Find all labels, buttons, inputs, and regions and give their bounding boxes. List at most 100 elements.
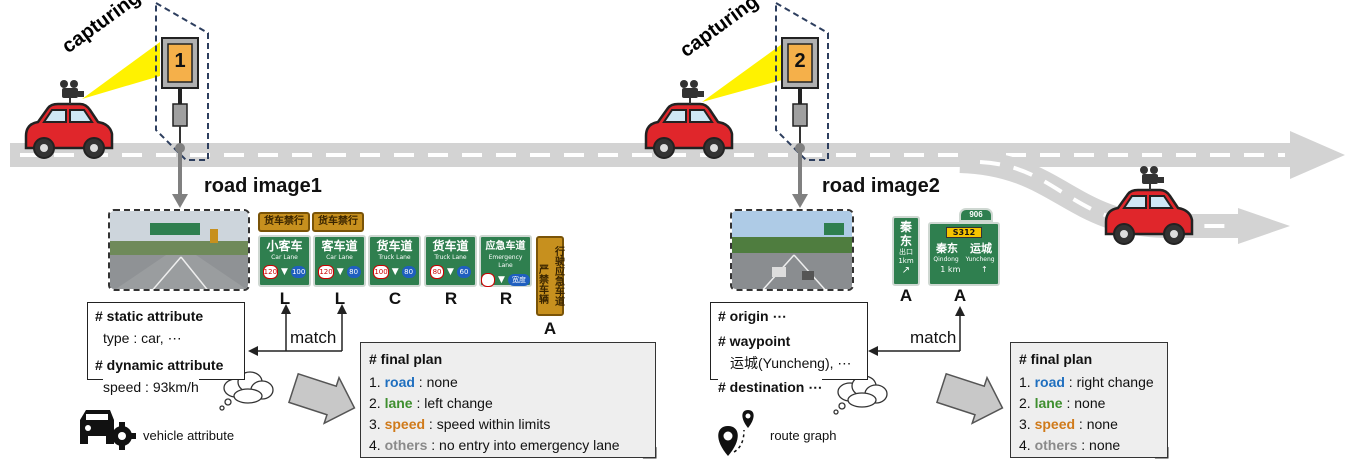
route-graph-caption: route graph <box>770 428 837 443</box>
exit-arrow-icon: ↗ <box>901 265 911 276</box>
flow-arrow-2 <box>935 372 1004 425</box>
lane-sign-label: L <box>279 289 291 308</box>
exit-sign-qindong: 秦 东 出口 1km ↗ <box>892 216 920 286</box>
roadside-sign-2 <box>781 37 819 153</box>
plan-item-value: : no entry into emergency lane <box>427 437 620 453</box>
camera-beam-1 <box>82 42 160 99</box>
sign-text: Qindong <box>933 256 959 263</box>
plan-item-key: speed <box>1034 416 1076 432</box>
plan-item-key: road <box>384 374 415 390</box>
plan-item: 2. lane : left change <box>369 395 493 411</box>
road-image-title: road image1 <box>204 175 322 197</box>
lane-sign-title: 小客车 <box>266 239 303 253</box>
sign-number: 1 <box>174 50 186 72</box>
plan-item-number: 2. <box>1019 395 1031 411</box>
final-plan-heading: # final plan <box>1019 351 1093 367</box>
plan-item-number: 2. <box>369 395 381 411</box>
emergency-lane-vertical-sign: 严禁车辆 行驶应急车道 <box>536 236 564 316</box>
capture-region-2 <box>775 1 829 161</box>
plan-item: 4. others : none <box>1019 437 1120 453</box>
capture-region-1 <box>155 1 209 161</box>
arrow-to-image-1 <box>172 150 188 208</box>
lane-sign-subtitle: Car Lane <box>271 254 298 261</box>
thought-cloud-icon <box>219 371 274 411</box>
max-speed-badge: 100 <box>290 266 307 278</box>
route-sign-label: A <box>899 286 913 305</box>
lane-sign-title: 货车道 <box>432 239 469 253</box>
sign-text: 1km <box>898 257 914 265</box>
min-speed-badge: 120 <box>262 265 279 279</box>
car-icon <box>24 80 114 159</box>
lane-sign-label: L <box>334 289 346 308</box>
static-attribute-heading: # static attribute <box>95 308 204 324</box>
max-speed-badge: 60 <box>456 266 471 278</box>
car-icon <box>644 80 734 159</box>
origin-heading: # origin ⋯ <box>718 308 787 324</box>
dynamic-attribute-heading: # dynamic attribute <box>95 357 224 373</box>
sign-text: 严禁车辆 <box>536 264 548 304</box>
flow-arrow-1 <box>287 372 356 425</box>
plan-item-key: others <box>1034 437 1078 453</box>
sign-text: S312 <box>946 227 982 238</box>
plan-item-value: : speed within limits <box>425 416 551 432</box>
lane-sign-label: R <box>444 289 458 308</box>
route-pin-icon <box>718 410 754 456</box>
down-arrow-icon: ▼ <box>336 267 344 277</box>
down-arrow-icon: ▼ <box>281 267 288 277</box>
dynamic-attribute-value: speed : 93km/h <box>103 379 199 395</box>
plan-item-value: : none <box>1077 437 1121 453</box>
min-speed-badge: 120 <box>318 265 334 279</box>
sign-text: Yuncheng <box>965 256 995 263</box>
plan-item-key: road <box>1034 374 1065 390</box>
plan-item: 1. road : none <box>369 374 458 390</box>
plan-item-number: 3. <box>1019 416 1031 432</box>
lane-sign-label: A <box>543 319 557 338</box>
road-image-title: road image2 <box>822 175 940 197</box>
sign-text: 东 <box>899 234 912 248</box>
sign-text: 出口 <box>899 248 913 256</box>
plan-item-value: : none <box>414 374 458 390</box>
waypoint-heading: # waypoint <box>718 333 791 349</box>
waypoint-value: 运城(Yuncheng), ⋯ <box>730 355 852 371</box>
roadside-sign-1 <box>161 37 199 153</box>
down-arrow-icon: ▼ <box>498 275 505 285</box>
no-truck-sign: 货车禁行 <box>312 212 364 232</box>
highway-badge: 906 <box>959 208 993 222</box>
direction-sign-yuncheng: S312 秦东 运城 Qindong Yuncheng 1 km ↑ <box>928 222 1000 286</box>
lane-sign-subtitle: Car Lane <box>326 254 353 261</box>
sign-text: 秦东 <box>936 242 958 255</box>
road-photo <box>730 209 854 291</box>
plan-item-value: : left change <box>412 395 493 411</box>
plan-item-number: 4. <box>1019 437 1031 453</box>
direction-arrow-icon: ↑ <box>980 265 988 274</box>
lane-sign-title: 客车道 <box>321 239 358 253</box>
thought-cloud-icon <box>833 375 888 415</box>
car-icon <box>1104 166 1194 245</box>
plan-item-key: speed <box>384 416 426 432</box>
min-speed-badge <box>481 273 495 287</box>
arrow-to-image-2 <box>792 150 808 208</box>
lane-sign-title: 应急车道 <box>485 241 526 252</box>
vehicle-gear-icon <box>80 410 136 450</box>
no-truck-sign: 货车禁行 <box>258 212 310 232</box>
min-speed-badge: 80 <box>430 265 445 279</box>
down-arrow-icon: ▼ <box>391 267 399 277</box>
plan-item-number: 3. <box>369 416 381 432</box>
min-speed-badge: 100 <box>373 265 389 279</box>
match-arrows-2 <box>876 314 961 352</box>
lane-sign-title: 货车道 <box>376 239 413 253</box>
route-sign-label: A <box>953 286 967 305</box>
static-attribute-value: type : car, ⋯ <box>103 330 182 346</box>
lane-sign-label: R <box>499 289 513 308</box>
sign-text: 1 km <box>940 265 961 274</box>
plan-item-value: : right change <box>1064 374 1154 390</box>
lane-sign-subtitle: Emergency Lane <box>488 254 523 269</box>
final-plan-heading: # final plan <box>369 351 443 367</box>
